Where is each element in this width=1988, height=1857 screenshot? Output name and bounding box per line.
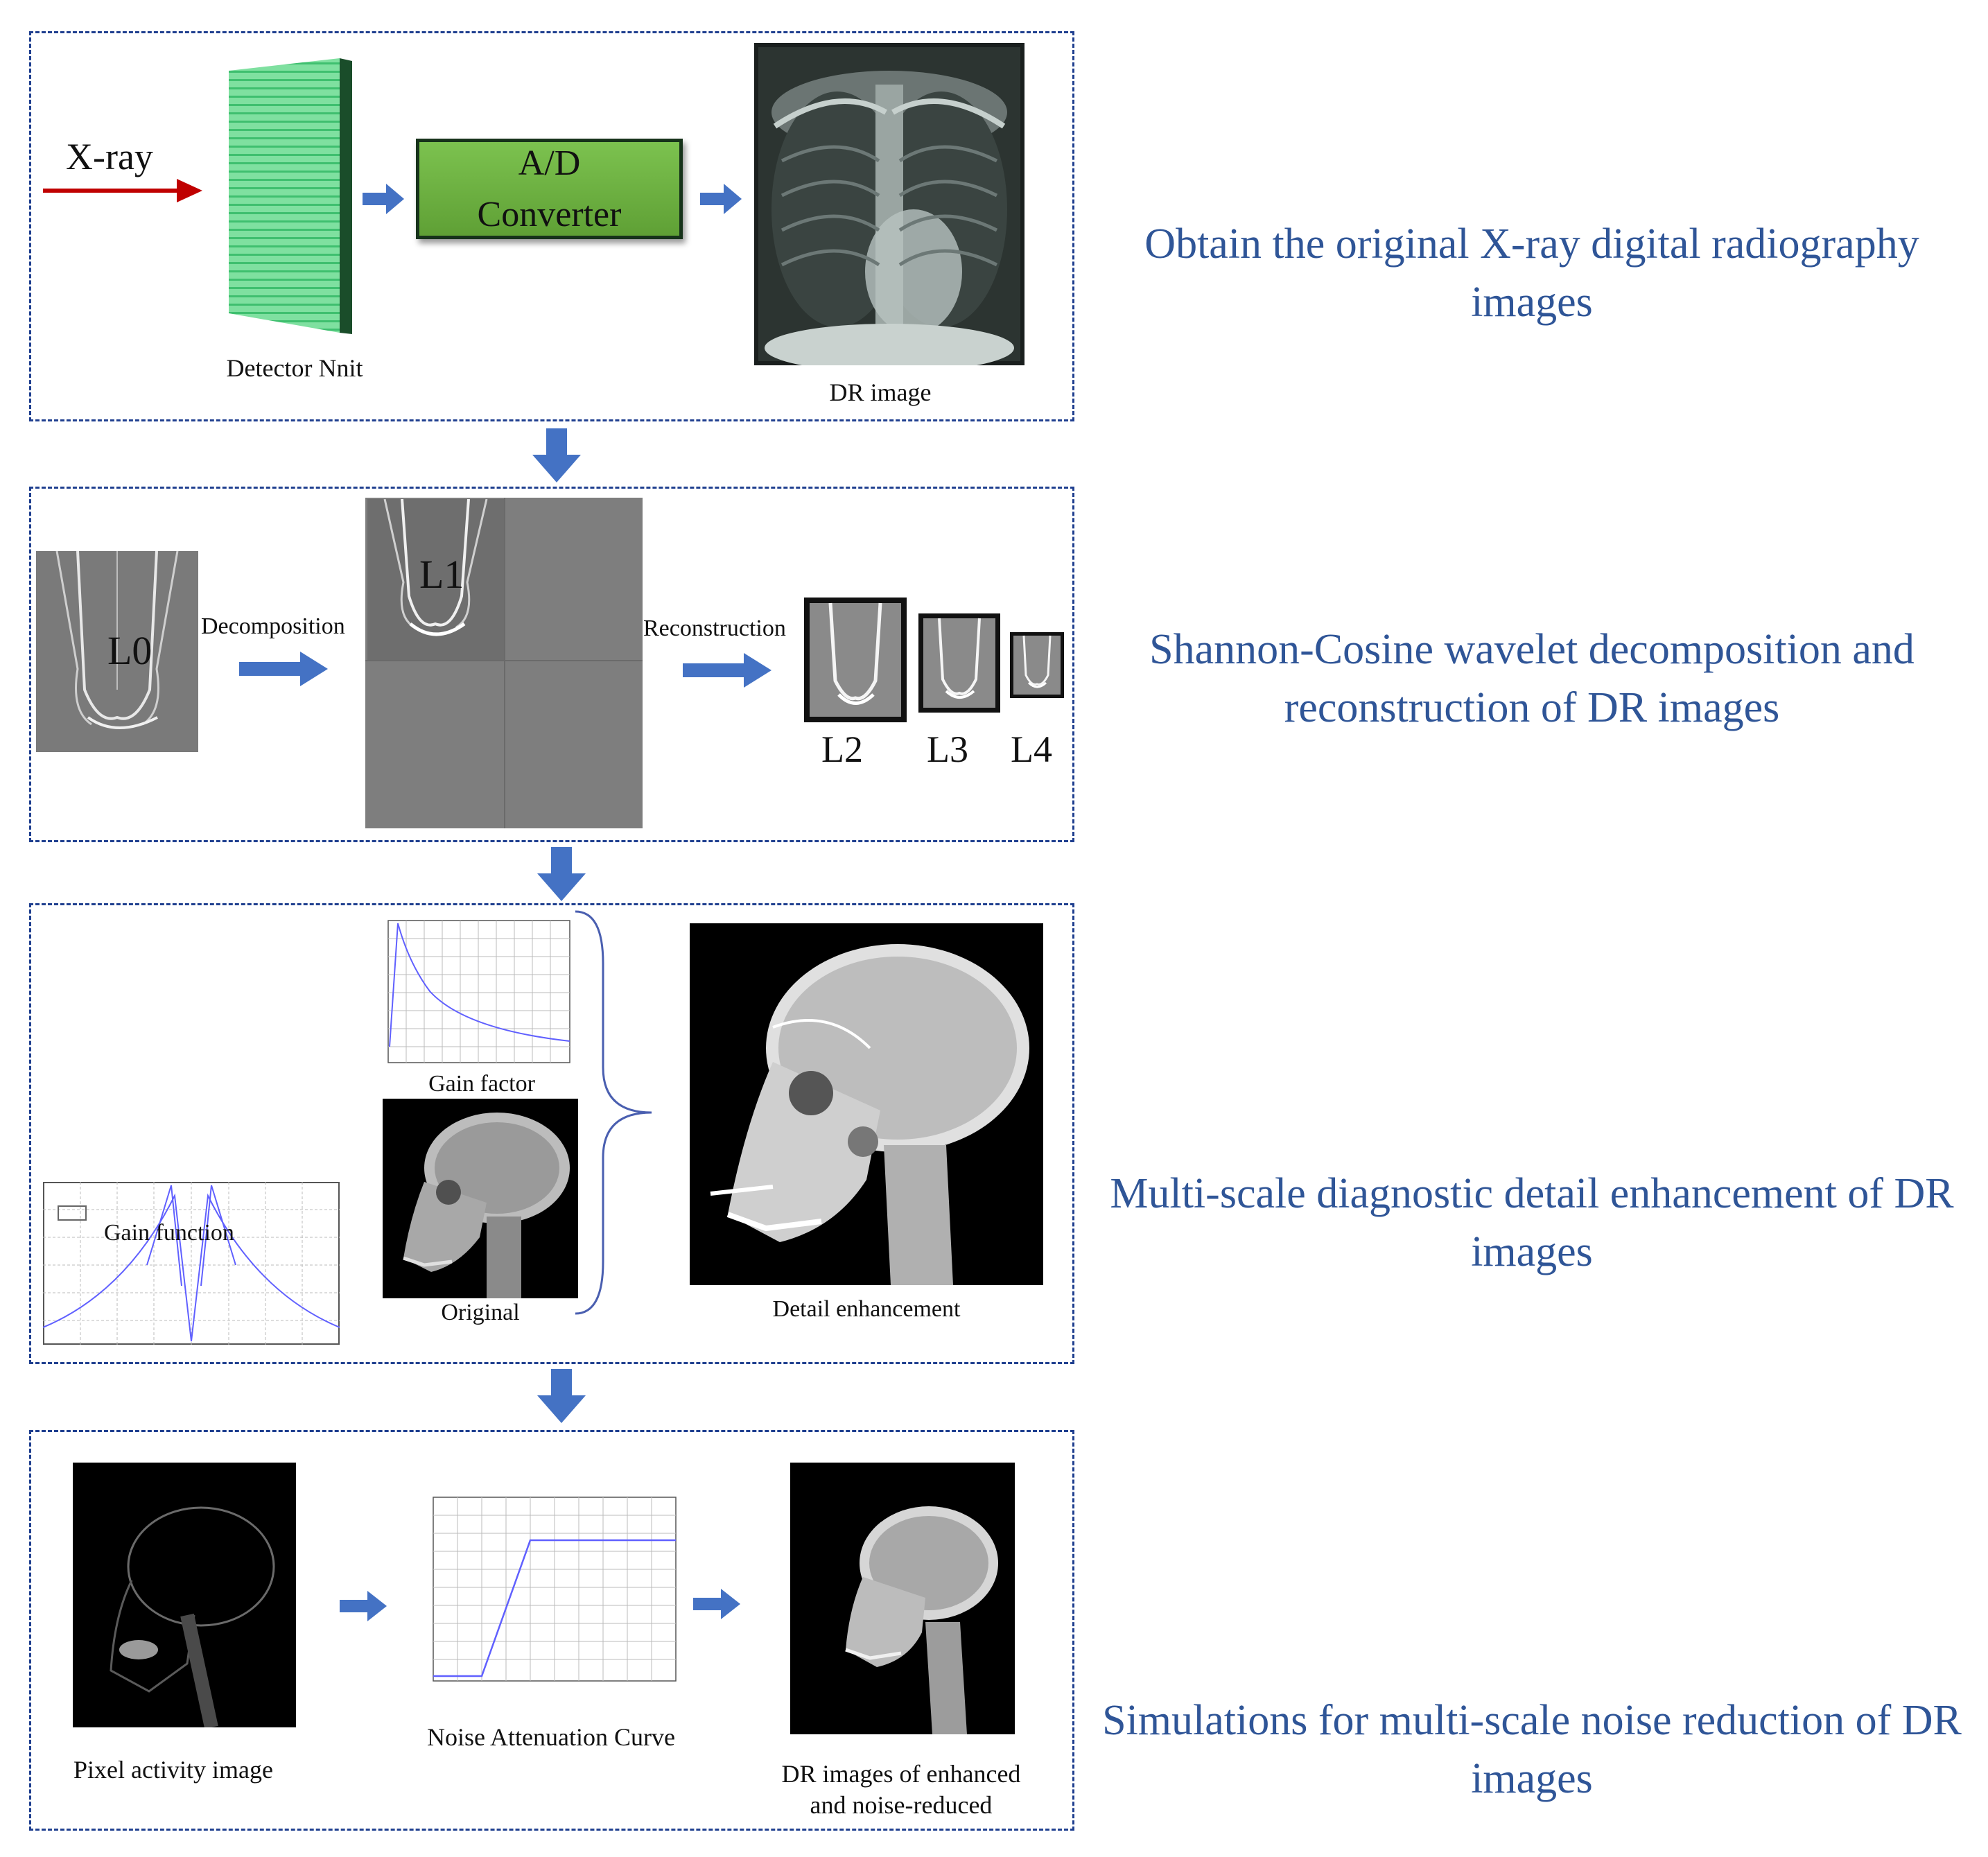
stage-4-panel [29, 1430, 1074, 1831]
right-arrow-icon [700, 184, 742, 214]
stage-3-panel [29, 903, 1074, 1364]
down-arrow-icon [537, 1369, 586, 1423]
down-arrow-icon [532, 428, 581, 482]
l3-image [918, 613, 1000, 713]
l0-knee-image [36, 551, 198, 752]
detail-enhancement-caption: Detail enhancement [772, 1296, 961, 1322]
result-caption-line1: DR images of enhanced [781, 1760, 1021, 1788]
dr-image-caption: DR image [829, 378, 932, 406]
right-brace-icon [575, 910, 652, 1315]
stage-1-label: Obtain the original X-ray digital radiog… [1144, 220, 1919, 326]
noise-attenuation-plot [433, 1497, 677, 1682]
converter-line1: A/D [518, 143, 581, 183]
detail-enhanced-skull-image [690, 923, 1043, 1285]
pixel-activity-caption: Pixel activity image [73, 1756, 273, 1784]
l1-grid-divider-v [504, 498, 505, 828]
pixel-activity-image [73, 1463, 296, 1727]
right-arrow-icon [683, 653, 771, 688]
gain-factor-label: Gain factor [428, 1071, 535, 1097]
l2-image [804, 598, 907, 722]
right-arrow-icon [340, 1591, 387, 1621]
l0-label: L0 [107, 628, 152, 673]
xray-label: X-ray [66, 136, 153, 177]
original-skull-image [383, 1099, 578, 1298]
down-arrow-icon [537, 847, 586, 901]
right-arrow-icon [693, 1589, 740, 1619]
stage-4-label: Simulations for multi-scale noise reduct… [1102, 1697, 1962, 1802]
gain-function-label: Gain function [104, 1220, 234, 1246]
chest-xray-image [754, 43, 1024, 365]
l3-label: L3 [927, 729, 968, 770]
detector-panel-icon [229, 58, 352, 334]
stage-3-label: Multi-scale diagnostic detail enhancemen… [1110, 1170, 1954, 1275]
stage-2-panel [29, 487, 1074, 842]
l2-label: L2 [821, 729, 863, 770]
right-arrow-icon [239, 652, 328, 686]
detector-caption: Detector Nnit [226, 354, 363, 382]
xray-arrow-icon [43, 179, 202, 202]
ad-converter-box [416, 139, 683, 239]
noise-curve-caption: Noise Attenuation Curve [427, 1723, 675, 1751]
stage-1-panel [29, 31, 1074, 421]
decomposition-label: Decomposition [201, 613, 345, 639]
right-arrow-icon [363, 184, 404, 214]
l4-image [1010, 632, 1064, 698]
noise-reduced-skull-image [790, 1463, 1015, 1734]
result-caption-line2: and noise-reduced [810, 1791, 993, 1819]
l1-label: L1 [419, 552, 464, 597]
l1-approx-image [367, 499, 504, 660]
reconstruction-label: Reconstruction [643, 616, 786, 641]
original-caption: Original [441, 1300, 520, 1325]
gain-factor-plot [387, 920, 570, 1063]
stage-2-label: Shannon-Cosine wavelet decomposition and… [1149, 626, 1915, 731]
l4-label: L4 [1011, 729, 1052, 770]
gain-function-plot [43, 1182, 340, 1345]
converter-line2: Converter [477, 195, 622, 234]
